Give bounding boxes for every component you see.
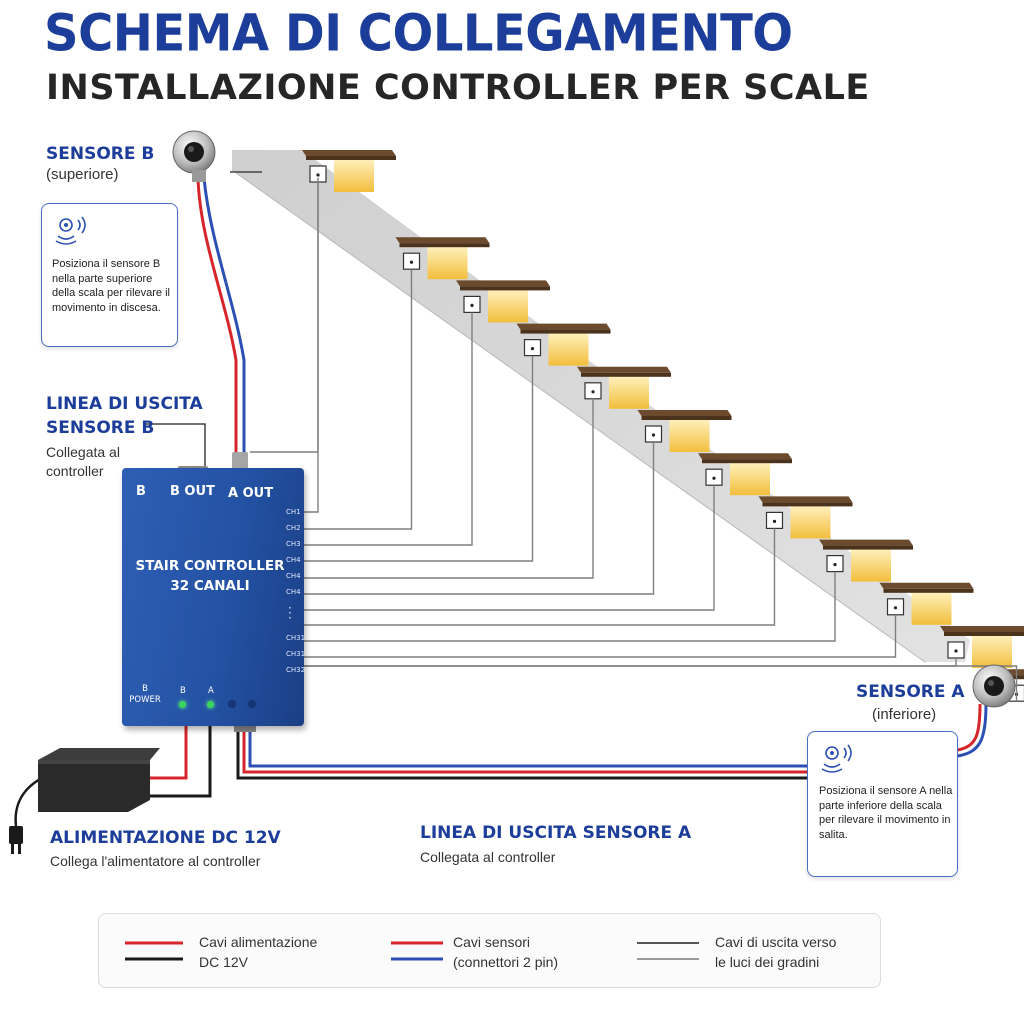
output-wire [304,312,473,546]
controller-name: STAIR CONTROLLER [135,558,285,574]
output-b-title-line1: LINEA DI USCITA [46,394,203,414]
sensor-a-title: SENSORE A [856,682,965,702]
led-a-label: A [208,686,214,696]
sensor-a-info-box: Posiziona il sensore A nella parte infer… [807,731,958,877]
output-wires [230,171,1018,702]
output-wire [304,355,534,562]
channel-label: CH3 [286,540,301,548]
led-a-indicator [207,701,214,708]
page-title: SCHEMA DI COLLEGAMENTO [44,4,793,64]
stair-step [577,366,671,409]
output-wire [304,658,957,667]
power-adapter [38,748,160,812]
port-a-out-label: A OUT [228,486,274,501]
port-b-out-label: B OUT [170,484,215,499]
channel-label: CH32 [286,666,306,674]
power-cables [14,726,212,827]
output-wire [250,178,319,453]
sensor-a-port [228,700,236,708]
output-wire [304,571,836,642]
stair-step [302,150,396,192]
led-b-label: B [180,686,186,696]
channel-label: CH4 [286,572,301,580]
stair-step [456,280,550,323]
channel-label: CH31 [286,634,306,642]
output-wire [304,485,715,611]
sensor-b-cable [196,177,246,476]
led-b-indicator [179,701,186,708]
stair-step [698,453,792,496]
page-subtitle: INSTALLAZIONE CONTROLLER PER SCALE [46,68,870,108]
sensor-a-subtitle: (inferiore) [872,706,937,723]
legend-sensor-cables: Cavi sensori (connettori 2 pin) [453,934,559,970]
channel-label: CH2 [286,524,301,532]
stair-step [516,323,611,366]
stair-steps [302,150,1024,702]
output-wire [304,182,319,513]
controller-channels-count: 32 CANALI [170,578,250,594]
sensor-b-subtitle: (superiore) [46,166,119,183]
stair-body [232,150,970,662]
sensor-b-title: SENSORE B [46,144,155,164]
output-b-title-line2: SENSORE B [46,418,155,438]
output-wire [304,665,1018,702]
output-a-title: LINEA DI USCITA SENSORE A [420,823,692,843]
channel-label: CH4 [286,556,301,564]
plug-icon [9,826,23,854]
legend: Cavi alimentazione DC 12V Cavi sensori (… [98,913,881,988]
stair-step [819,539,913,582]
output-b-pointer [143,423,206,470]
output-wire [304,269,413,530]
legend-swatches [125,941,699,961]
channel-label: CH4 [286,588,301,596]
legend-power-cables: Cavi alimentazione DC 12V [199,934,318,970]
sensor-b-device [172,130,216,182]
output-b-desc-line1: Collegata al [46,444,120,460]
output-wire [304,442,655,595]
sensor-a-info-text: Posiziona il sensore A nella parte infer… [819,785,953,841]
motion-sensor-icon [821,744,852,773]
output-wire [304,614,897,658]
power-title: ALIMENTAZIONE DC 12V [50,828,281,848]
stair-step [395,237,490,280]
channel-ellipsis: ··· [288,601,292,625]
power-port [248,700,256,708]
stair-step [637,410,732,452]
output-a-desc: Collegata al controller [420,849,556,865]
sensor-a-cable [236,703,988,780]
sensor-b-info-box: Posiziona il sensore B nella parte super… [41,203,178,347]
channel-label: CH1 [286,508,301,516]
power-desc: Collega l'alimentatore al controller [50,853,261,869]
channel-label: CH31 [286,650,306,658]
port-b-label: B [136,484,146,499]
output-b-desc-line2: controller [46,463,104,479]
stair-controller: B B OUT A OUT STAIR CONTROLLER 32 CANALI… [122,468,306,726]
legend-output-cables: Cavi di uscita verso le luci dei gradini [715,934,837,970]
stair-step [940,626,1024,668]
motion-sensor-icon [55,216,86,245]
sensor-a-device [972,664,1016,708]
power-led-label: B POWER [129,684,161,705]
output-wire [304,528,776,626]
sensor-b-info-text: Posiziona il sensore B nella parte super… [52,258,170,314]
stair-step [879,582,974,625]
output-wire [304,398,594,579]
